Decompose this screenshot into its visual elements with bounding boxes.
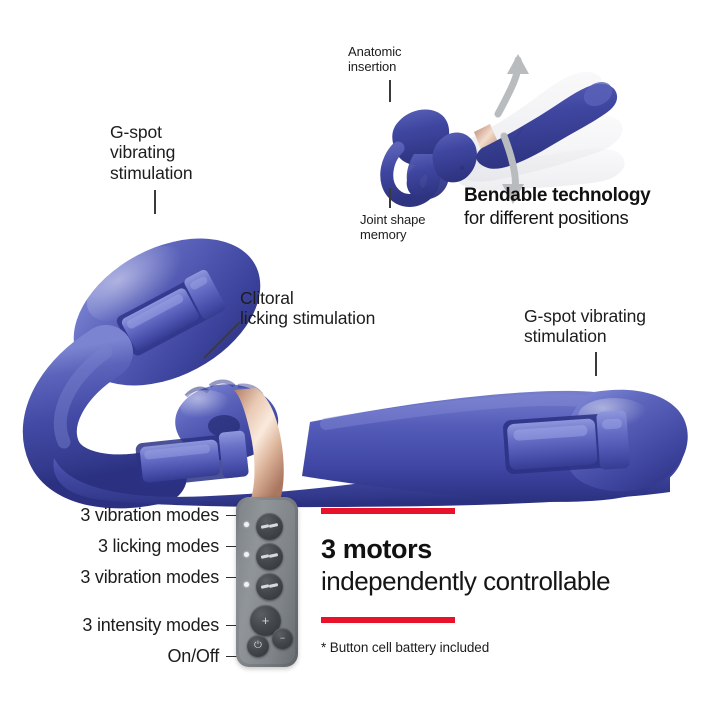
remote-control: + − ⏻ (236, 497, 298, 667)
modes-list-spacer (14, 593, 246, 610)
mode-row: 3 vibration modes (14, 500, 246, 531)
callout-gspot-left: G-spot vibrating stimulation (110, 122, 193, 183)
mode-label: 3 intensity modes (82, 615, 219, 635)
led-indicator-3 (244, 582, 249, 587)
mode-row: 3 licking modes (14, 531, 246, 562)
motor-window-tip (503, 410, 630, 474)
leader-gspot-left (154, 190, 156, 214)
mode-label: 3 vibration modes (80, 505, 219, 525)
flexible-arm (22, 325, 187, 509)
leader-gspot-right (595, 352, 597, 376)
minus-icon: − (279, 633, 286, 643)
motors-block: 3 motors independently controllable * Bu… (321, 508, 691, 655)
bend-direction-arrow (494, 54, 529, 204)
mode-row: On/Off (14, 641, 246, 672)
leader-joint-shape-memory (389, 188, 391, 208)
leader-anatomic-insertion (389, 80, 391, 102)
callout-gspot-right: G-spot vibrating stimulation (524, 306, 646, 347)
wave-icon (260, 583, 279, 590)
mode-label: On/Off (167, 646, 220, 666)
motor-window-rear (116, 269, 226, 356)
motors-headline: 3 motors (321, 534, 432, 564)
wave-icon (260, 553, 279, 560)
callout-joint-shape-memory: Joint shape memory (360, 212, 426, 243)
modes-list: 3 vibration modes 3 licking modes 3 vibr… (14, 500, 246, 672)
mode-row: 3 vibration modes (14, 562, 246, 593)
battery-footnote: * Button cell battery included (321, 640, 490, 655)
divider-rule-bottom (321, 617, 455, 623)
callout-anatomic-insertion: Anatomic insertion (348, 44, 402, 75)
vibration-mode-button-2[interactable] (256, 573, 283, 600)
mode-row: 3 intensity modes (14, 610, 246, 641)
main-product-illustration (22, 238, 688, 509)
led-indicator-1 (244, 522, 249, 527)
rose-gold-ring (234, 388, 284, 502)
bendable-headline: Bendable technology (464, 185, 651, 206)
power-button[interactable]: ⏻ (247, 635, 269, 657)
plus-icon: + (261, 613, 270, 628)
mode-label: 3 vibration modes (80, 567, 219, 587)
led-indicator-2 (244, 552, 249, 557)
motor-window-base (135, 430, 249, 487)
power-icon: ⏻ (254, 640, 262, 651)
callout-clitoral: Clitoral licking stimulation (240, 288, 376, 329)
intensity-down-button[interactable]: − (272, 628, 293, 649)
leader-clitoral (203, 321, 241, 359)
licking-mode-button[interactable] (256, 543, 283, 570)
divider-rule-top (321, 508, 455, 514)
vibration-mode-button[interactable] (256, 513, 283, 540)
bendable-subhead: for different positions (464, 207, 629, 228)
motors-subhead: independently controllable (321, 566, 611, 596)
bendable-technology-illustration (380, 54, 625, 207)
mode-label: 3 licking modes (97, 536, 219, 556)
wave-icon (260, 523, 279, 530)
